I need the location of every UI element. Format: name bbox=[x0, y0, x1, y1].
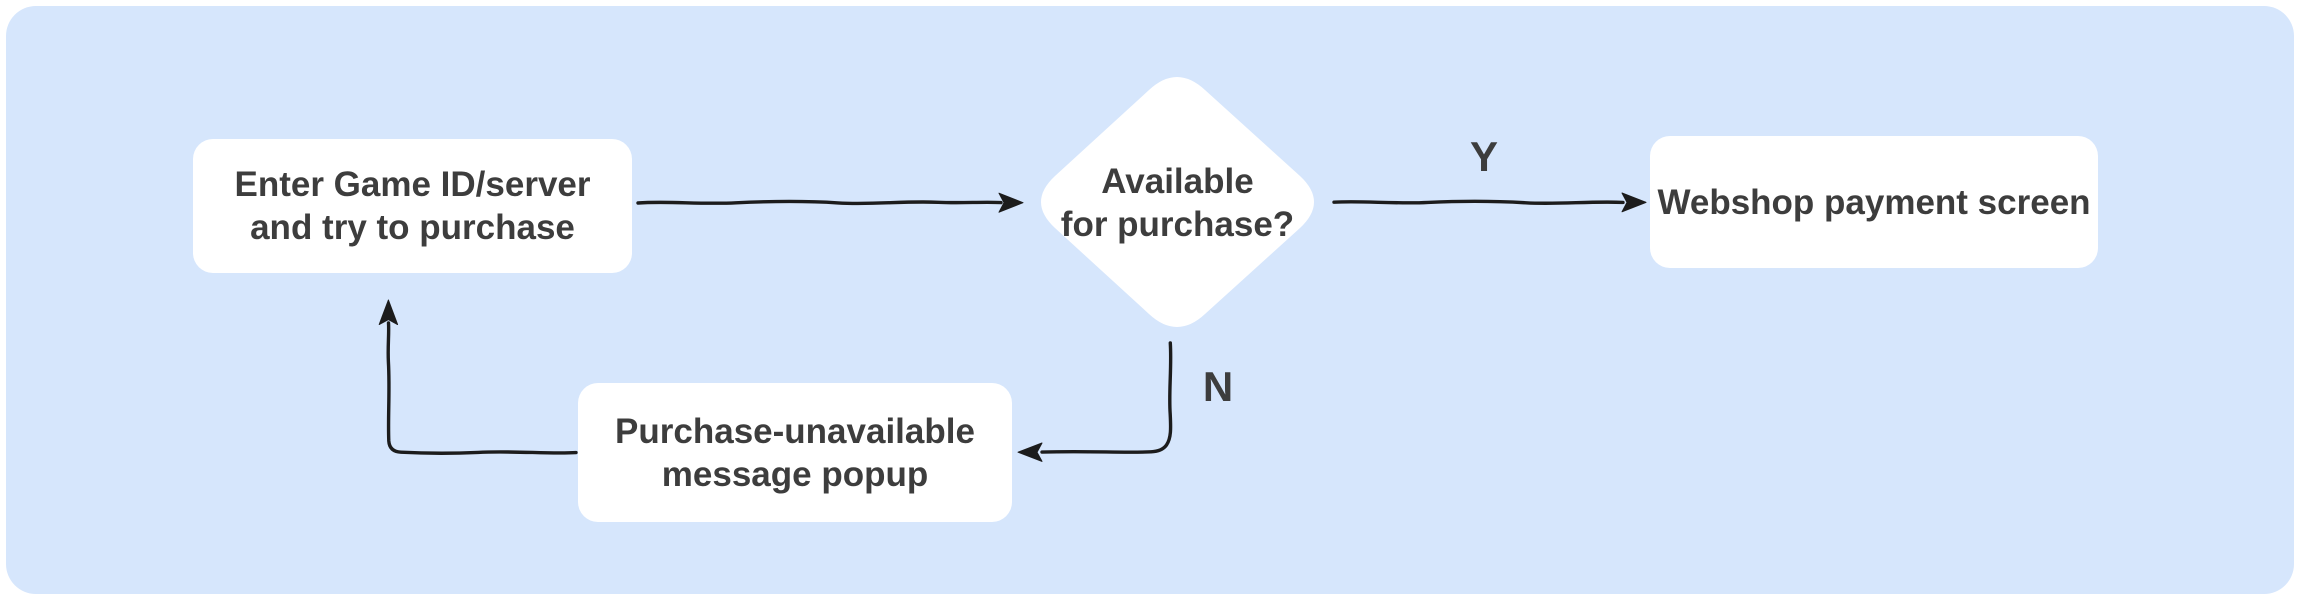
edge-label-yes: Y bbox=[1469, 133, 1498, 180]
arrowhead-right-icon bbox=[1621, 192, 1647, 213]
edge-label-no: N bbox=[1202, 363, 1234, 410]
node-decision-label-line1: Available bbox=[1101, 161, 1254, 201]
node-start-label-line2: and try to purchase bbox=[250, 208, 575, 247]
node-start: Enter Game ID/server and try to purchase bbox=[193, 139, 632, 273]
arrowhead-left-icon bbox=[1017, 442, 1043, 462]
node-popup-label-line2: message popup bbox=[661, 454, 929, 494]
edge-popup-to-start bbox=[378, 299, 578, 455]
node-payment: Webshop payment screen bbox=[1650, 136, 2098, 268]
node-start-label-line1: Enter Game ID/server bbox=[234, 165, 591, 204]
edge-decision-to-payment bbox=[1332, 192, 1647, 213]
arrowhead-up-icon bbox=[378, 299, 399, 325]
arrowhead-right-icon bbox=[998, 192, 1024, 213]
node-decision: Available for purchase? bbox=[1027, 64, 1328, 341]
node-popup: Purchase-unavailable message popup bbox=[578, 383, 1012, 522]
node-decision-label-line2: for purchase? bbox=[1060, 204, 1295, 244]
edge-decision-to-popup bbox=[1017, 341, 1173, 462]
node-payment-label: Webshop payment screen bbox=[1657, 182, 2091, 222]
decision-diamond-shape bbox=[1041, 77, 1314, 327]
node-popup-label-line1: Purchase-unavailable bbox=[615, 411, 975, 451]
edge-start-to-decision bbox=[636, 192, 1024, 213]
